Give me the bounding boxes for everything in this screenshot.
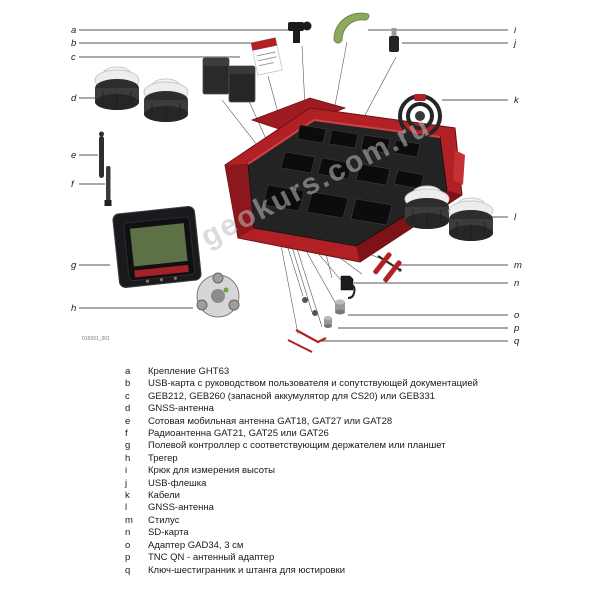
sd-card-icon: [340, 275, 354, 291]
radio-antenna-icon: [104, 166, 112, 206]
legend-letter: j: [125, 477, 128, 489]
callout-letter: q: [514, 336, 520, 347]
callout-letter: j: [512, 38, 517, 49]
legend-row: p TNC QN - антенный адаптер: [125, 552, 587, 564]
callout-letter: m: [514, 260, 522, 271]
legend-text: Крюк для измерения высоты: [148, 465, 275, 477]
red-tool-icon: [373, 252, 392, 275]
legend-row: j USB-флешка: [125, 478, 587, 490]
tribrach-icon: [196, 272, 240, 318]
gnss-antenna-icon: [143, 78, 189, 122]
callout-letter: f: [71, 179, 75, 190]
callout-letter: a: [71, 25, 76, 36]
legend-text: GEB212, GEB260 (запасной аккумулятор для…: [148, 390, 436, 402]
legend-letter: o: [125, 539, 131, 551]
legend-letter: b: [125, 378, 131, 390]
legend-letter: e: [125, 415, 131, 427]
legend-row: m Стилус: [125, 515, 587, 527]
usb-doc-card-icon: [250, 37, 283, 76]
legend-text: SD-карта: [148, 527, 189, 539]
cellular-antenna-icon: [99, 131, 104, 178]
case-lid: [250, 97, 347, 133]
legend-text: TNC QN - антенный адаптер: [148, 552, 275, 564]
legend-letter: m: [125, 514, 133, 526]
legend-row: h Трегер: [125, 453, 587, 465]
legend-letter: h: [125, 452, 131, 464]
callout-letter: d: [71, 93, 77, 104]
legend-letter: i: [125, 465, 128, 477]
field-controller-icon: [112, 206, 202, 288]
legend-text: USB-карта с руководством пользователя и …: [148, 378, 478, 390]
legend-letter: c: [125, 390, 130, 402]
allen-key-icon: [287, 329, 327, 353]
legend-row: e Сотовая мобильная антенна GAT18, GAT27 …: [125, 416, 587, 428]
legend-letter: l: [125, 502, 128, 514]
legend-text: Трегер: [148, 452, 178, 464]
gnss-antenna-icon: [448, 197, 494, 241]
legend-row: d GNSS-антенна: [125, 403, 587, 415]
adapter-icon: [324, 316, 332, 328]
legend-row: n SD-карта: [125, 527, 587, 539]
callout-letter: g: [71, 260, 77, 271]
legend-row: l GNSS-антенна: [125, 502, 587, 514]
figure-id: 016931_001: [82, 336, 110, 342]
red-tool-icon: [383, 260, 402, 283]
legend-row: k Кабели: [125, 490, 587, 502]
legend-text: Радиоантенна GAT21, GAT25 или GAT26: [148, 428, 329, 440]
legend-row: b USB-карта с руководством пользователя и…: [125, 378, 587, 390]
callout-letter: l: [514, 212, 517, 223]
callout-letter: n: [514, 278, 519, 289]
legend-text: Ключ-шестигранник и штанга для юстировки: [148, 564, 346, 576]
legend-text: Адаптер GAD34, 3 см: [148, 539, 244, 551]
legend-text: Стилус: [148, 514, 180, 526]
legend: a Крепление GHT63 b USB-карта с руководств…: [125, 366, 587, 577]
legend-letter: q: [125, 564, 131, 576]
legend-row: g Полевой контроллер с соответствующим де…: [125, 440, 587, 452]
callout-letter: i: [514, 25, 517, 36]
legend-row: i Крюк для измерения высоты: [125, 465, 587, 477]
legend-text: Крепление GHT63: [148, 366, 230, 377]
foam-slots: [262, 124, 425, 226]
callout-letter: k: [514, 95, 520, 106]
callout-letters: a b c d e f g h i j k l m n o p q: [71, 25, 522, 347]
legend-text: GNSS-антенна: [148, 403, 214, 415]
gnss-antenna-icon: [404, 185, 450, 229]
callout-letter: h: [71, 303, 76, 314]
callout-letter: c: [71, 52, 76, 63]
ght63-bracket-icon: [288, 21, 312, 43]
legend-row: c GEB212, GEB260 (запасной аккумулятор дл…: [125, 391, 587, 403]
gnss-antenna-icon: [94, 66, 140, 110]
legend-text: Сотовая мобильная антенна GAT18, GAT27 и…: [148, 415, 393, 427]
legend-row: a Крепление GHT63: [125, 366, 587, 378]
callout-letter: p: [513, 323, 519, 334]
legend-letter: f: [125, 428, 128, 440]
equipment-diagram: geokurs.com.ru 016931_001 a b c d e f g …: [71, 12, 522, 353]
legend-text: Полевой контроллер с соответствующим дер…: [148, 440, 446, 452]
legend-letter: k: [125, 490, 130, 502]
legend-text: USB-флешка: [148, 477, 207, 489]
cable-coil-icon: [398, 94, 442, 138]
legend-letter: a: [125, 366, 131, 377]
legend-letter: n: [125, 527, 131, 539]
legend-text: Кабели: [148, 490, 180, 502]
legend-letter: d: [125, 403, 131, 415]
height-hook-icon: [333, 12, 370, 44]
callout-letter: o: [514, 310, 519, 321]
case-latch: [453, 150, 465, 185]
battery-icons: [202, 57, 256, 103]
callout-letter: e: [71, 150, 76, 161]
callout-letter: b: [71, 38, 76, 49]
small-parts-icons: [302, 283, 356, 316]
adapter-icon: [335, 299, 345, 315]
legend-letter: g: [125, 440, 131, 452]
legend-row: o Адаптер GAD34, 3 см: [125, 540, 587, 552]
legend-letter: p: [125, 552, 131, 564]
legend-row: q Ключ-шестигранник и штанга для юстировк…: [125, 565, 587, 577]
transport-case-illustration: [224, 107, 465, 263]
legend-text: GNSS-антенна: [148, 502, 214, 514]
legend-row: f Радиоантенна GAT21, GAT25 или GAT26: [125, 428, 587, 440]
usb-stick-icon: [389, 28, 399, 52]
